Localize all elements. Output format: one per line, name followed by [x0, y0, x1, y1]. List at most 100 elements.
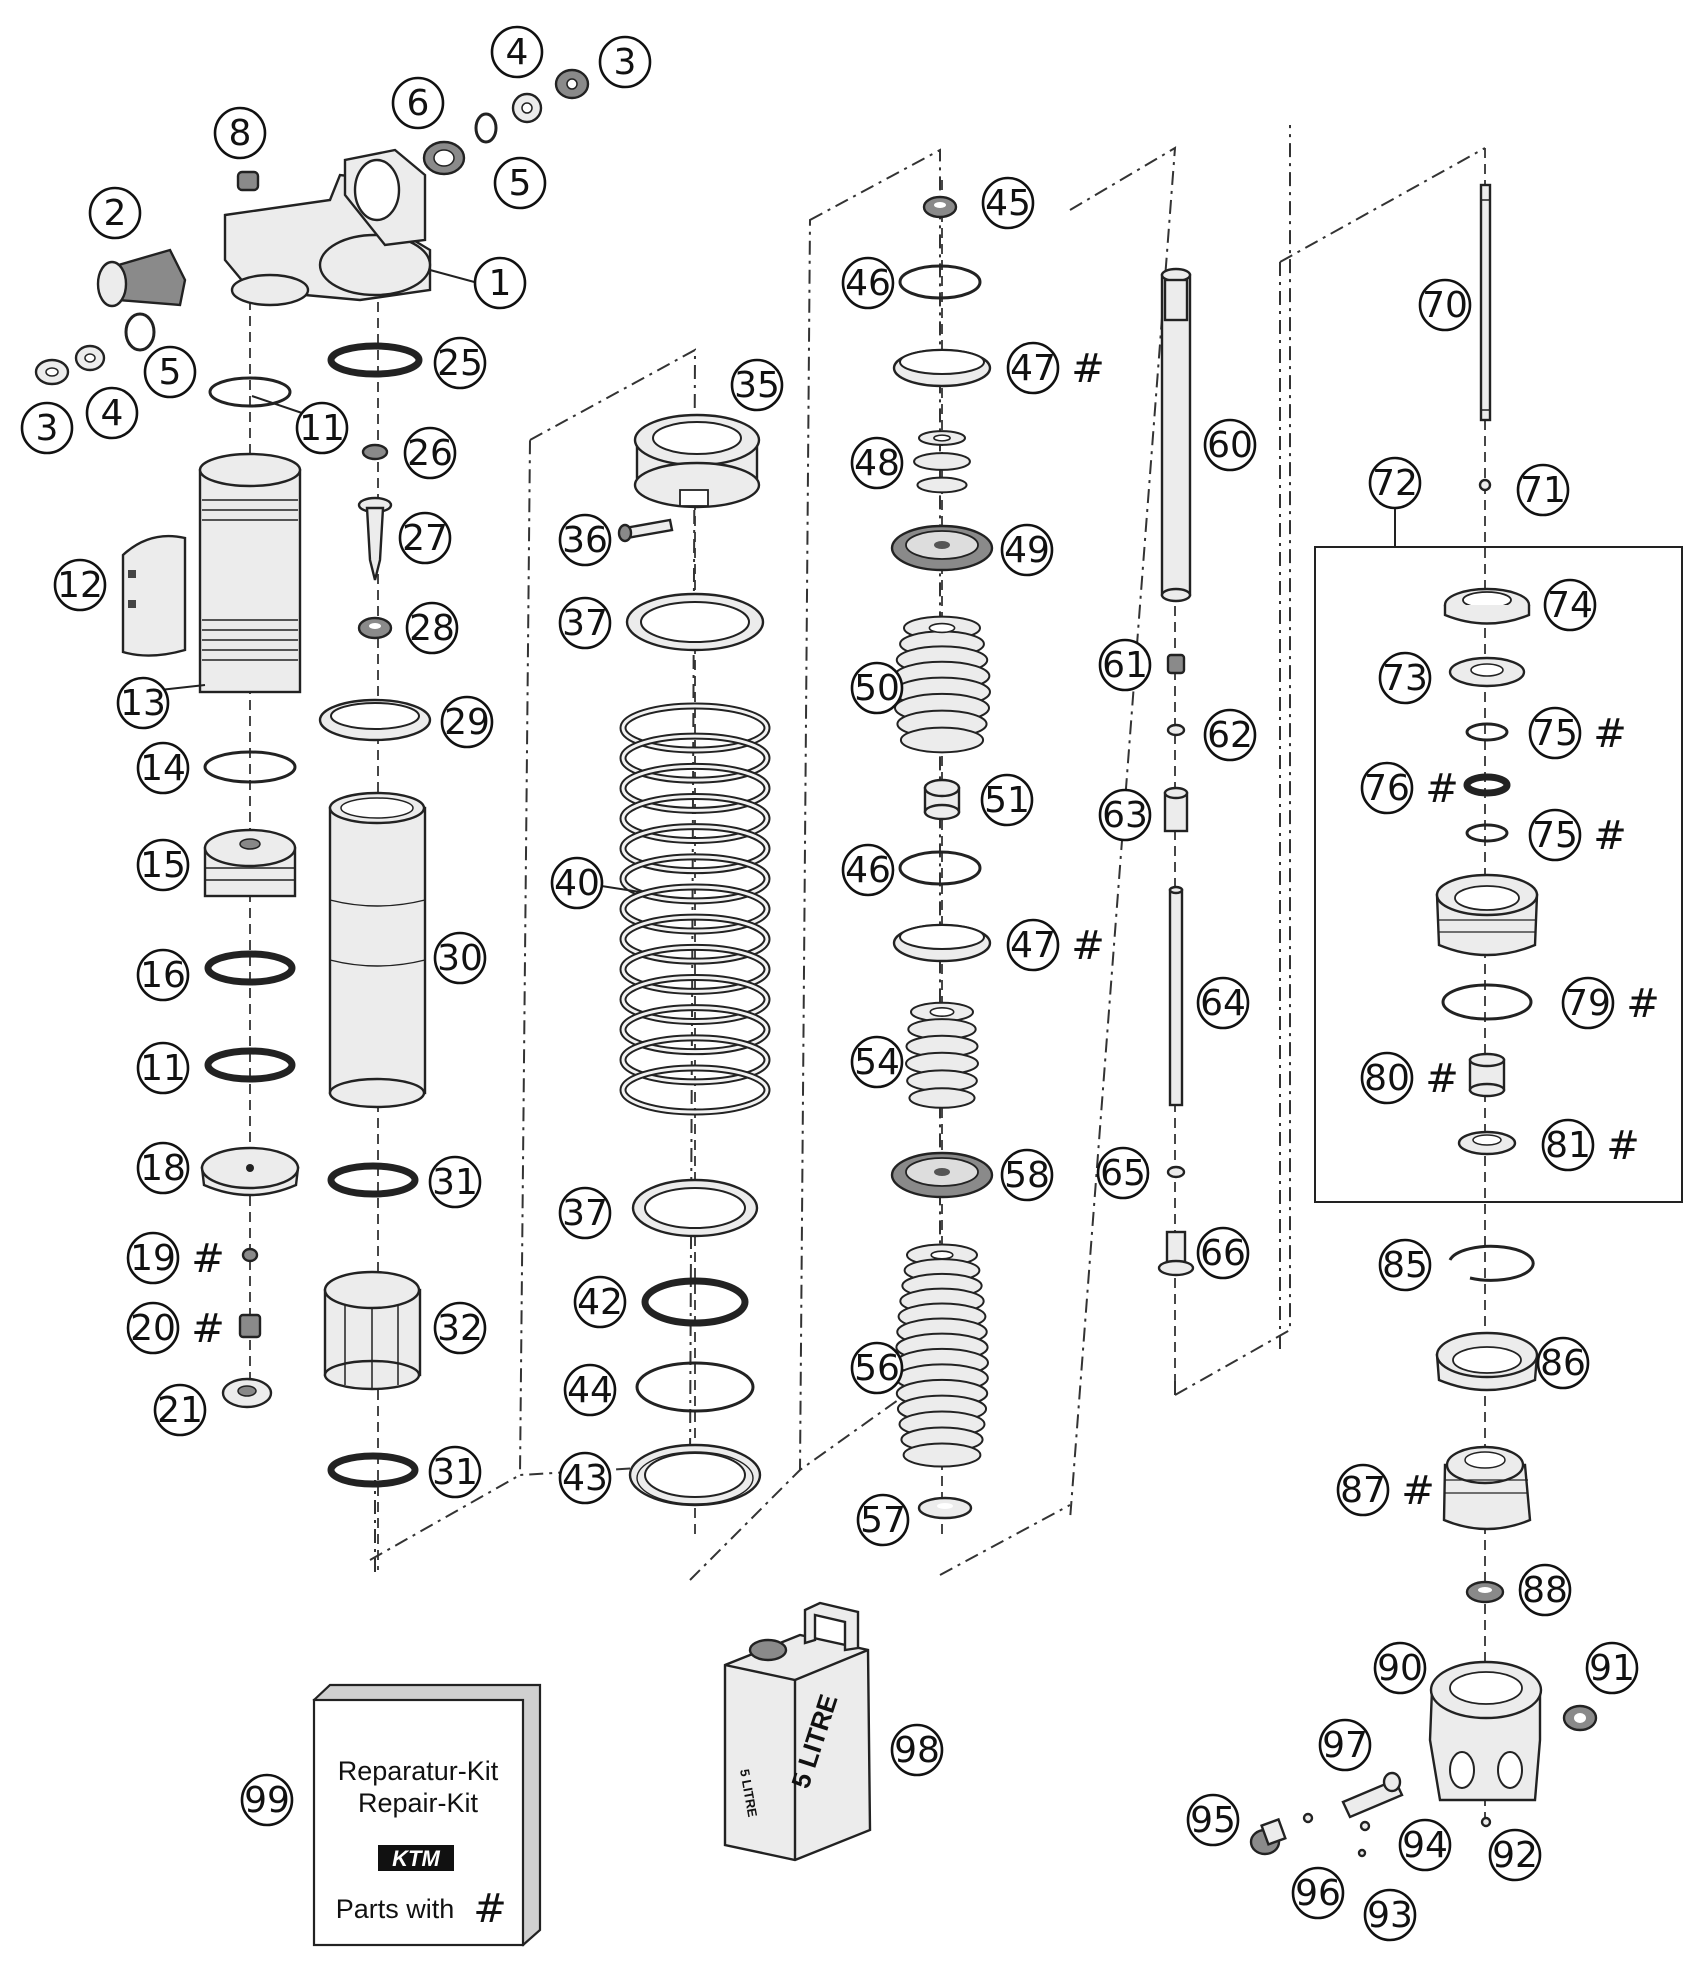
callout-number: 94: [1402, 1825, 1448, 1866]
shim: [913, 452, 971, 471]
callout-number: 72: [1372, 463, 1418, 504]
callout-layer: 1233445568111112131415161819#20#21252627…: [20, 25, 1660, 1942]
callout-circle: [558, 1451, 612, 1505]
ktm-logo: [378, 1845, 454, 1871]
callout-circle: [428, 1445, 482, 1499]
o-ring-19: [241, 1247, 259, 1263]
repair-kit-marker: #: [1593, 813, 1627, 859]
callout-87: 87#: [1336, 1463, 1435, 1517]
callout-80: 80#: [1360, 1051, 1459, 1105]
callout-79: 79#: [1561, 976, 1660, 1030]
callout-number: 64: [1200, 983, 1246, 1024]
callout-75b: 75#: [1528, 808, 1627, 862]
callout-47a: 47#: [1006, 341, 1105, 395]
callout-60: 60: [1203, 418, 1257, 472]
washer-62: [1166, 723, 1186, 737]
outline-segment: [939, 1504, 1071, 1576]
callout-93: 93: [1363, 1888, 1417, 1942]
callout-circle: [1318, 1718, 1372, 1772]
repair-kit-marker: #: [1071, 346, 1105, 392]
callout-6: 6: [391, 76, 445, 130]
callout-circle: [981, 176, 1035, 230]
callout-circle: [850, 1035, 904, 1089]
callout-number: 65: [1100, 1153, 1146, 1194]
callout-number: 70: [1422, 285, 1468, 326]
callout-circle: [850, 1341, 904, 1395]
callout-number: 60: [1207, 425, 1253, 466]
callout-circle: [1096, 1146, 1150, 1200]
callout-number: 92: [1492, 1835, 1538, 1876]
bushing-66: [1157, 1230, 1195, 1277]
callout-circle: [490, 25, 544, 79]
callout-57: 57: [856, 1493, 910, 1547]
callout-number: 79: [1565, 983, 1611, 1024]
callout-circle: [126, 1231, 180, 1285]
rod-group-outline: [1174, 125, 1291, 1396]
ktm-logo-text: KTM: [392, 1846, 440, 1871]
o-ring-75-top: [1465, 722, 1509, 742]
callout-circle: [850, 436, 904, 490]
callout-85: 85: [1378, 1238, 1432, 1292]
callout-number: 5: [509, 163, 532, 204]
seal-head-74: [1443, 587, 1531, 625]
callout-94: 94: [1398, 1818, 1452, 1872]
circlip-5-right: [474, 112, 498, 144]
spring-coil-highlight: [621, 825, 769, 873]
callout-number: 32: [437, 1308, 483, 1349]
callout-number: 81: [1545, 1125, 1591, 1166]
callout-number: 2: [104, 193, 127, 234]
washer-26: [361, 443, 389, 461]
callout-circle: [398, 511, 452, 565]
callout-25: 25: [433, 336, 487, 390]
needle-64: [1168, 885, 1184, 1107]
screw-27: [357, 496, 393, 581]
repair-kit-footer: Parts with: [336, 1894, 455, 1924]
washer-65: [1166, 1165, 1186, 1179]
callout-circle: [841, 256, 895, 310]
spring-40: [619, 702, 771, 1116]
callout-number: 28: [409, 608, 455, 649]
ball-71: [1478, 478, 1492, 492]
lower-eye-90: [1428, 1660, 1543, 1802]
repair-kit-marker: #: [1071, 923, 1105, 969]
adjuster-rod-70: [1479, 183, 1492, 422]
callout-circle: [493, 156, 547, 210]
callout-number: 57: [860, 1500, 906, 1541]
callout-circle: [85, 386, 139, 440]
callout-number: 3: [614, 42, 637, 83]
callout-number: 93: [1367, 1895, 1413, 1936]
spring-plate-43: [628, 1443, 762, 1507]
callout-88: 88: [1518, 1563, 1572, 1617]
spring-coil-highlight: [621, 976, 769, 1023]
callout-number: 95: [1190, 1800, 1236, 1841]
callout-3a: 3: [20, 401, 74, 455]
callout-circle: [1196, 976, 1250, 1030]
callout-number: 54: [854, 1042, 900, 1083]
bushing-4-right: [511, 92, 543, 124]
reservoir-13: [198, 452, 302, 694]
repair-kit-line-2: Repair-Kit: [358, 1788, 479, 1818]
callout-circle: [428, 1155, 482, 1209]
callout-number: 85: [1382, 1245, 1428, 1286]
cap-21: [221, 1377, 273, 1409]
callout-number: 44: [567, 1370, 613, 1411]
callout-42: 42: [573, 1275, 627, 1329]
callout-number: 46: [845, 263, 891, 304]
separating-piston-15: [203, 828, 297, 898]
callout-circle: [1203, 418, 1257, 472]
callout-number: 48: [854, 443, 900, 484]
callout-circle: [126, 1301, 180, 1355]
ring-42: [641, 1277, 749, 1327]
callout-circle: [433, 931, 487, 985]
bearing-6: [422, 140, 466, 176]
repair-kit-box-99: Reparatur-Kit Repair-Kit KTM Parts with …: [312, 1683, 542, 1947]
piston-49: [890, 524, 994, 572]
callout-number: 20: [130, 1308, 176, 1349]
callout-32: 32: [433, 1301, 487, 1355]
callout-circle: [136, 948, 190, 1002]
screw-95: [1249, 1817, 1287, 1856]
callout-number: 86: [1540, 1343, 1586, 1384]
callout-11b: 11: [136, 1041, 190, 1095]
callout-circle: [1098, 638, 1152, 692]
